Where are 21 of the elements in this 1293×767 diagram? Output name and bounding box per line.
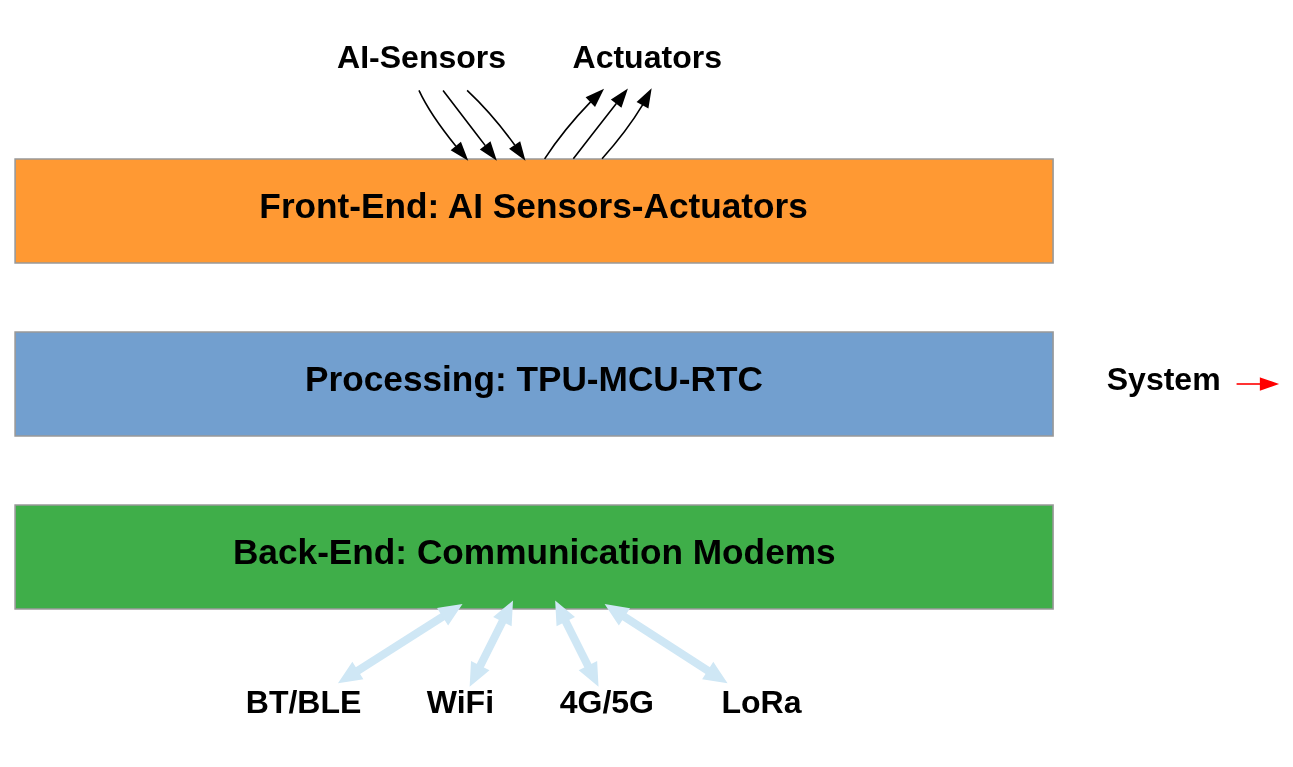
arrow — [469, 600, 513, 687]
node-text: Actuators — [572, 38, 722, 75]
node-text: 4G/5G — [559, 683, 655, 720]
arrow — [555, 600, 599, 687]
node-text: WiFi — [426, 683, 495, 720]
arrow — [601, 87, 652, 160]
arrow — [337, 603, 463, 683]
arrow — [442, 89, 497, 161]
arrow — [572, 88, 628, 160]
arrow — [543, 88, 605, 160]
node-text: AI-Sensors — [337, 38, 507, 75]
node-text: System — [1106, 360, 1221, 397]
node-box: Front-End: AI Sensors-Actuators — [14, 157, 1054, 264]
arrow — [1235, 376, 1280, 391]
arrow — [418, 89, 469, 161]
arrow — [466, 89, 526, 161]
node-text: LoRa — [721, 683, 802, 720]
node-box: Processing: TPU-MCU-RTC — [14, 330, 1054, 437]
node-text: BT/BLE — [245, 683, 362, 720]
node-box: Back-End: Communication Modems — [14, 503, 1054, 610]
arrow — [604, 603, 728, 683]
